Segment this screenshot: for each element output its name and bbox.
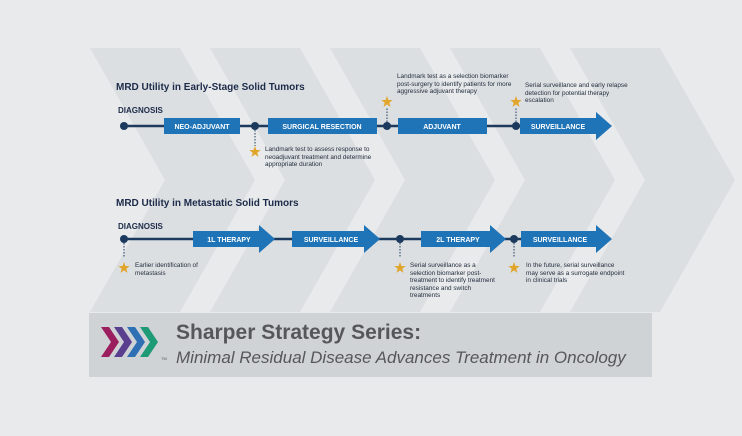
stage-label-surveillance-early: SURVEILLANCE bbox=[531, 124, 586, 131]
banner-subtitle: Minimal Residual Disease Advances Treatm… bbox=[176, 348, 626, 367]
star-icon bbox=[381, 96, 393, 107]
metastatic-section-title: MRD Utility in Metastatic Solid Tumors bbox=[116, 198, 299, 209]
node-after-2l-therapy bbox=[510, 235, 518, 243]
logo-chevron bbox=[114, 327, 132, 357]
node-after-surveillance bbox=[396, 235, 404, 243]
series-banner: TM Sharper Strategy Series: Minimal Resi… bbox=[89, 313, 652, 377]
metastatic-timeline: 1L THERAPY SURVEILLANCE 2L THERAPY SURVE… bbox=[120, 225, 612, 258]
note-future-endpoint: In the future, serial surveillance may s… bbox=[526, 262, 625, 285]
star-icon bbox=[510, 96, 522, 107]
node-neoadjuvant-end bbox=[251, 122, 259, 130]
note-neoadjuvant: Landmark test to assess response to neoa… bbox=[265, 146, 372, 169]
stage-label-surveillance-1: SURVEILLANCE bbox=[304, 237, 359, 244]
bg-chevron bbox=[570, 48, 735, 312]
logo-chevron bbox=[101, 327, 119, 357]
stage-arrow-1l-therapy bbox=[193, 225, 275, 253]
note-surveillance-early: Serial surveillance and early relapse de… bbox=[525, 82, 628, 105]
stage-box-surgical-resection bbox=[268, 118, 377, 134]
node-post-surgery bbox=[383, 122, 391, 130]
mrd-timeline-diagram: NEO-ADJUVANT SURGICAL RESECTION ADJUVANT… bbox=[118, 96, 612, 273]
star-icon bbox=[394, 262, 406, 273]
early-timeline: NEO-ADJUVANT SURGICAL RESECTION ADJUVANT… bbox=[120, 108, 612, 146]
stars bbox=[118, 96, 522, 273]
note-serial-surveillance: Serial surveillance as a selection bioma… bbox=[410, 262, 495, 300]
node-diagnosis-metastatic bbox=[120, 235, 128, 243]
stage-box-adjuvant bbox=[398, 118, 487, 134]
early-diagnosis-label: DIAGNOSIS bbox=[118, 106, 163, 115]
chevron-logo-icon bbox=[101, 327, 158, 357]
stage-box-neoadjuvant bbox=[164, 118, 240, 134]
stage-label-2l-therapy: 2L THERAPY bbox=[436, 237, 480, 244]
logo-chevron bbox=[140, 327, 158, 357]
stage-arrow-surveillance-1 bbox=[292, 225, 380, 253]
stage-arrow-surveillance-early bbox=[520, 112, 612, 140]
note-post-surgery: Landmark test as a selection biomarker p… bbox=[397, 73, 512, 96]
stage-label-1l-therapy: 1L THERAPY bbox=[207, 237, 251, 244]
logo-chevron bbox=[127, 327, 145, 357]
stage-arrow-surveillance-2 bbox=[521, 225, 612, 253]
stage-arrow-2l-therapy bbox=[421, 225, 506, 253]
star-icon bbox=[508, 262, 520, 273]
early-section-title: MRD Utility in Early-Stage Solid Tumors bbox=[116, 82, 305, 93]
stage-label-adjuvant: ADJUVANT bbox=[423, 124, 461, 131]
star-icon bbox=[118, 262, 130, 273]
note-earlier-identification: Earlier identification of metastasis bbox=[135, 262, 198, 277]
stage-label-surgical-resection: SURGICAL RESECTION bbox=[282, 124, 361, 131]
banner-title: Sharper Strategy Series: bbox=[176, 321, 422, 344]
star-icon bbox=[249, 146, 261, 157]
trademark-mark: TM bbox=[161, 356, 167, 361]
stage-label-surveillance-2: SURVEILLANCE bbox=[533, 237, 588, 244]
stage-label-neoadjuvant: NEO-ADJUVANT bbox=[174, 124, 230, 131]
metastatic-diagnosis-label: DIAGNOSIS bbox=[118, 222, 163, 231]
node-surveillance-start bbox=[512, 122, 520, 130]
node-diagnosis-early bbox=[120, 122, 128, 130]
